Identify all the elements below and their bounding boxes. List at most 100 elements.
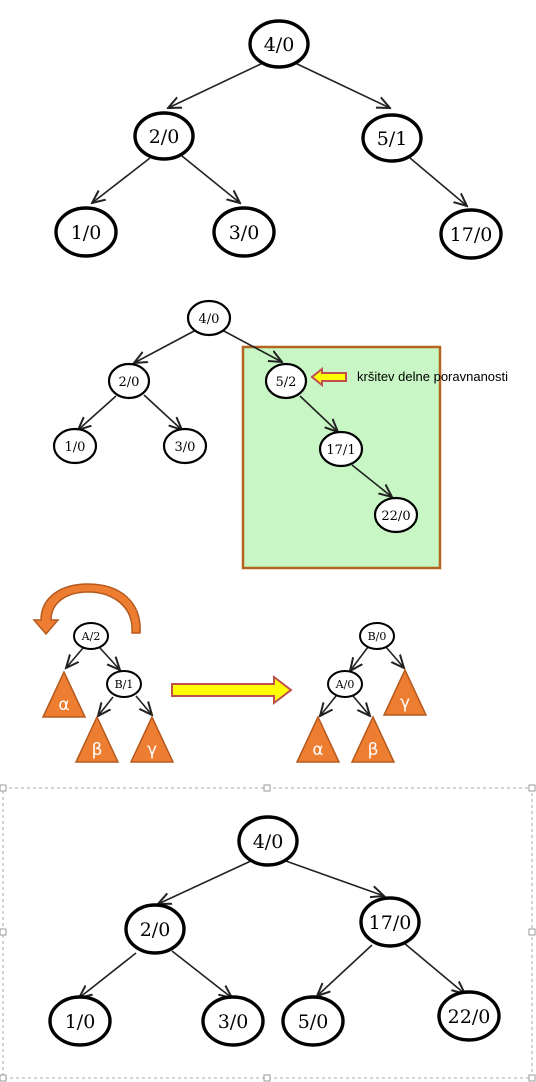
- node-label: 2/0: [119, 375, 140, 390]
- resize-handle[interactable]: [0, 928, 7, 936]
- node-label: 22/0: [448, 1006, 491, 1028]
- tree-3: 4/0 2/0 17/0 1/0 3/0 5/0 22/0: [48, 815, 501, 1047]
- edge: [171, 950, 232, 998]
- edge: [221, 329, 282, 362]
- node-label: 3/0: [218, 1011, 249, 1033]
- rotate-left-icon: [32, 583, 141, 636]
- resize-handle[interactable]: [0, 1074, 7, 1082]
- subtree-label: β: [368, 740, 379, 760]
- tree2-node-right-right: 17/1: [318, 430, 364, 468]
- subtree-label: α: [58, 695, 69, 715]
- node-b-before: B/1: [106, 670, 142, 698]
- resize-handle[interactable]: [528, 928, 536, 936]
- edge: [134, 329, 197, 363]
- tree2-node-left-left: 1/0: [52, 427, 98, 465]
- edge: [350, 646, 369, 671]
- node-label: 5/2: [276, 375, 297, 390]
- node-label: 5/1: [377, 128, 408, 150]
- edge: [351, 464, 392, 497]
- tree2-node-left-right: 3/0: [162, 427, 208, 465]
- resize-handle[interactable]: [528, 784, 536, 792]
- tree3-node-left-left: 1/0: [48, 995, 112, 1047]
- edge-5-17: [409, 157, 467, 206]
- node-a-before: A/2: [73, 622, 109, 650]
- tree2-node-right-violation: 5/2: [264, 362, 308, 400]
- resize-handle[interactable]: [528, 1074, 536, 1082]
- annotation-arrow-icon: [310, 366, 347, 388]
- edge-2-3: [181, 155, 240, 203]
- subtree-gamma-after: γ: [382, 668, 428, 716]
- tree3-node-left: 2/0: [124, 903, 186, 955]
- edge-4-2: [168, 61, 266, 108]
- node-label: 1/0: [71, 222, 102, 244]
- subtree-alpha-before: α: [41, 670, 87, 718]
- edge: [299, 395, 338, 432]
- edge-2-1: [92, 157, 151, 203]
- edge-4-5: [292, 61, 390, 108]
- tree2-node-left: 2/0: [107, 362, 151, 400]
- polygon: [295, 715, 341, 763]
- edge: [79, 952, 137, 998]
- edge: [143, 394, 182, 430]
- resize-handle[interactable]: [263, 1074, 271, 1082]
- node-label: 1/0: [65, 1011, 96, 1033]
- tree3-node-right-right: 22/0: [437, 990, 501, 1042]
- node-label: A/2: [81, 630, 101, 643]
- node-label: A/0: [335, 678, 355, 691]
- node-label: 2/0: [140, 919, 171, 941]
- polygon: [129, 715, 175, 763]
- node-b-after: B/0: [359, 622, 395, 650]
- node-label: B/0: [368, 630, 387, 643]
- tree2-node-root: 4/0: [186, 299, 232, 337]
- subtree-label: β: [92, 740, 103, 760]
- node-a-after: A/0: [327, 670, 363, 698]
- tree1-node-right-right: 17/0: [439, 208, 503, 260]
- tree-2: 4/0 2/0 5/2 1/0 3/0 17/1 22/0 kršitev de…: [52, 299, 508, 570]
- polygon: [382, 668, 428, 716]
- edge: [66, 647, 84, 668]
- subtree-alpha-after: α: [295, 715, 341, 763]
- node-label: 17/0: [369, 912, 412, 934]
- node-label: 5/0: [298, 1011, 329, 1033]
- node-label: 17/1: [326, 443, 355, 458]
- edge: [385, 646, 404, 668]
- subtree-label: γ: [400, 693, 410, 713]
- tree3-node-root: 4/0: [237, 815, 299, 867]
- tree3-node-right: 17/0: [359, 896, 421, 948]
- resize-handle[interactable]: [0, 784, 7, 792]
- node-label: 22/0: [381, 509, 410, 524]
- node-label: 17/0: [450, 224, 493, 246]
- node-label: B/1: [115, 678, 134, 691]
- tree2-node-right-right-right: 22/0: [373, 496, 419, 534]
- tree-1: 4/0 2/0 5/1 1/0 3/0 17/0: [54, 19, 503, 260]
- node-label: 3/0: [175, 440, 196, 455]
- tree3-node-left-right: 3/0: [201, 995, 265, 1047]
- edge: [99, 647, 120, 670]
- edge: [352, 695, 370, 716]
- polygon: [41, 670, 87, 718]
- node-label: 1/0: [65, 440, 86, 455]
- edge: [403, 942, 465, 994]
- subtree-label: α: [312, 740, 323, 760]
- edge: [135, 695, 152, 715]
- edge: [320, 695, 337, 716]
- polygon: [74, 715, 120, 763]
- selection-frame: [0, 784, 536, 1082]
- annotation-text: kršitev delne poravnanosti: [357, 369, 508, 384]
- tree1-node-right: 5/1: [361, 113, 423, 163]
- edge: [98, 696, 114, 716]
- node-label: 4/0: [253, 831, 284, 853]
- tree1-node-left-left: 1/0: [54, 206, 118, 258]
- node-label: 3/0: [229, 222, 260, 244]
- tree3-node-right-left: 5/0: [281, 995, 345, 1047]
- edge: [78, 395, 117, 430]
- edge: [282, 859, 384, 896]
- tree1-node-left-right: 3/0: [212, 206, 276, 258]
- node-label: 4/0: [264, 34, 295, 56]
- subtree-gamma-before: γ: [129, 715, 175, 763]
- subtree-beta-after: β: [350, 715, 396, 763]
- node-label: 2/0: [149, 126, 180, 148]
- tree1-node-left: 2/0: [133, 111, 195, 161]
- resize-handle[interactable]: [263, 784, 271, 792]
